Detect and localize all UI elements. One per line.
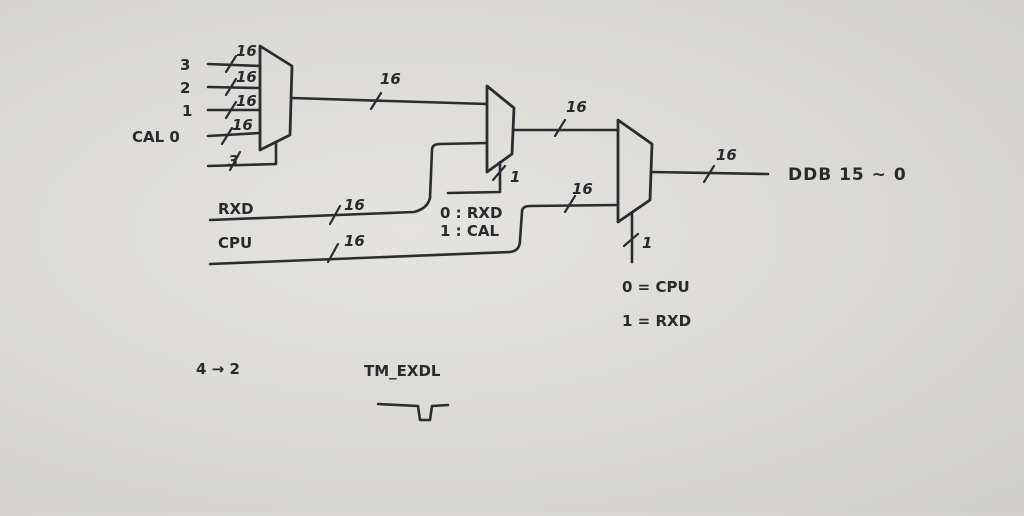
timing-label: TM_EXDL <box>364 362 441 380</box>
mux2-shape <box>485 84 516 174</box>
timing-waveform <box>376 402 450 422</box>
mux1-select-width: 3 <box>228 152 238 170</box>
mux1-input-1-width: 16 <box>236 92 257 110</box>
mux2-select-width: 1 <box>510 168 520 186</box>
mux1-output-tick <box>369 91 383 111</box>
rxd-label: RXD <box>218 200 254 218</box>
mux3-select-width: 1 <box>642 234 652 252</box>
mux1-input-0-tick <box>220 126 234 146</box>
cpu-mux3-tick <box>563 194 577 214</box>
mux1-output-width: 16 <box>380 70 401 88</box>
mux1-input-1-label: 1 <box>182 102 192 120</box>
mux1-input-0-wire <box>206 131 262 138</box>
mux2-select-tick <box>491 164 507 182</box>
mux3-legend-1: 1 = RXD <box>622 312 691 330</box>
mux1-input-0-label: CAL 0 <box>132 128 180 146</box>
mux1-input-3-wire <box>206 62 262 68</box>
mux1-input-1-tick <box>224 100 238 120</box>
cpu-width: 16 <box>344 232 365 250</box>
mux1-input-0-width: 16 <box>232 116 253 134</box>
mux2-output-tick <box>553 118 567 138</box>
mux3-legend-0: 0 = CPU <box>622 278 690 296</box>
output-bus-label: DDB 15 ~ 0 <box>788 165 907 185</box>
mux3-output-tick <box>702 164 716 184</box>
mux1-input-2-label: 2 <box>180 79 190 97</box>
mux1-select-wire <box>206 140 278 168</box>
mux1-input-2-width: 16 <box>236 68 257 86</box>
mux1-input-2-tick <box>224 77 238 97</box>
ratio-note: 4 → 2 <box>196 360 240 378</box>
mux2-legend-1: 1 : CAL <box>440 222 499 240</box>
cpu-mux3-width: 16 <box>572 180 593 198</box>
mux1-input-3-width: 16 <box>236 42 257 60</box>
cpu-label: CPU <box>218 234 252 252</box>
rxd-wire <box>208 141 489 222</box>
mux3-output-width: 16 <box>716 146 737 164</box>
mux2-legend-0: 0 : RXD <box>440 204 502 222</box>
mux1-select-tick <box>228 150 242 172</box>
rxd-width: 16 <box>344 196 365 214</box>
mux1-shape <box>258 44 294 152</box>
mux3-shape <box>616 118 654 224</box>
mux1-input-2-wire <box>206 85 262 90</box>
mux2-output-width: 16 <box>566 98 587 116</box>
mux1-output-wire <box>290 96 489 106</box>
mux3-select-tick <box>622 232 640 248</box>
mux1-input-3-tick <box>224 54 238 74</box>
rxd-tick <box>328 204 342 226</box>
cpu-wire <box>208 203 620 266</box>
cpu-tick <box>326 242 340 264</box>
mux1-input-3-label: 3 <box>180 56 190 74</box>
